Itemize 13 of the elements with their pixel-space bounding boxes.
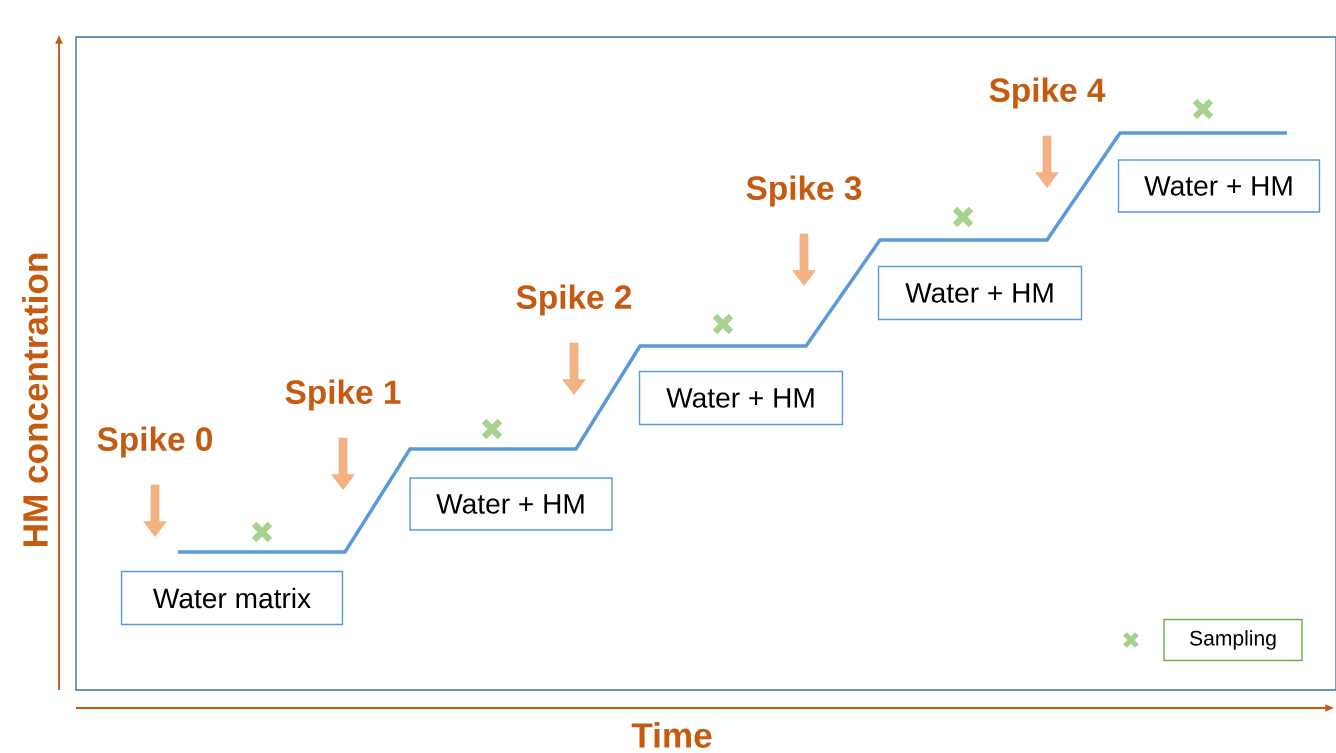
- axis-title: HM concentration: [22, 253, 48, 546]
- axis-title: Time: [631, 722, 712, 748]
- spike-label: Spike 3: [746, 175, 862, 207]
- stage-box: Water + HM: [1117, 159, 1321, 213]
- stage-box: Water + HM: [638, 370, 844, 426]
- spike-label: Spike 0: [97, 426, 213, 458]
- legend-box: Sampling: [1163, 618, 1303, 662]
- spike-label: Spike 4: [989, 77, 1106, 109]
- stage-box: Water matrix: [120, 570, 344, 626]
- stage-box: Water + HM: [877, 265, 1083, 321]
- stage-box: Water + HM: [409, 477, 613, 531]
- spike-label: Spike 1: [285, 379, 401, 411]
- spike-label: Spike 2: [516, 284, 632, 316]
